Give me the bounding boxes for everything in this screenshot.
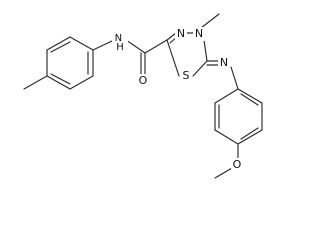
carbonyl-thiadiazole-bond	[144, 39, 168, 54]
ring-nitrogen-3-label: N	[177, 27, 185, 40]
imine-aryl-bond	[230, 66, 239, 90]
imine-nitrogen-background	[218, 56, 230, 70]
aromatic-inner-bond	[240, 127, 259, 140]
bond-lines	[23, 13, 263, 179]
ring-nitrogen-4-background	[193, 27, 205, 41]
amide-nh-label: N H	[115, 33, 126, 53]
atom-labels: N H O N N S N O	[112, 27, 243, 172]
ring-sulfur-background	[180, 69, 192, 83]
nh-carbonyl-bond	[125, 39, 146, 54]
aryl-nh-bond	[92, 39, 115, 51]
bond	[69, 36, 94, 51]
ring-nitrogen-3-background	[175, 27, 187, 41]
bond	[214, 129, 239, 145]
ring-sulfur-label: S	[183, 69, 190, 82]
amide-nh-label-background	[112, 32, 128, 52]
amide-h-text: H	[116, 42, 124, 53]
ether-oxygen-label: O	[233, 158, 242, 171]
chemical-structure-diagram: N H O N N S N O	[23, 13, 263, 179]
amide-oxygen-label: O	[139, 74, 148, 87]
bond	[237, 129, 263, 145]
methyl-bond	[23, 75, 48, 90]
bond	[46, 36, 71, 51]
ring-bond	[166, 39, 180, 77]
amide-nh-text: N	[115, 33, 122, 44]
bond	[214, 88, 239, 104]
ring-bond	[203, 39, 208, 62]
imine-nitrogen-label: N	[220, 56, 228, 69]
aromatic-inner-bond	[50, 73, 71, 85]
n-methyl-bond	[200, 13, 220, 29]
ring-nitrogen-4-label: N	[195, 27, 203, 40]
bond	[69, 75, 94, 90]
ether-oxygen-background	[231, 158, 243, 172]
aromatic-inner-bond	[50, 41, 71, 53]
oxygen-methyl-bond	[214, 167, 233, 179]
bond	[46, 75, 71, 90]
bond	[237, 88, 263, 104]
ring-double-bond	[166, 32, 177, 41]
aromatic-inner-bond	[240, 93, 259, 106]
amide-oxygen-label-background	[137, 74, 149, 88]
ring-bond	[192, 60, 208, 77]
